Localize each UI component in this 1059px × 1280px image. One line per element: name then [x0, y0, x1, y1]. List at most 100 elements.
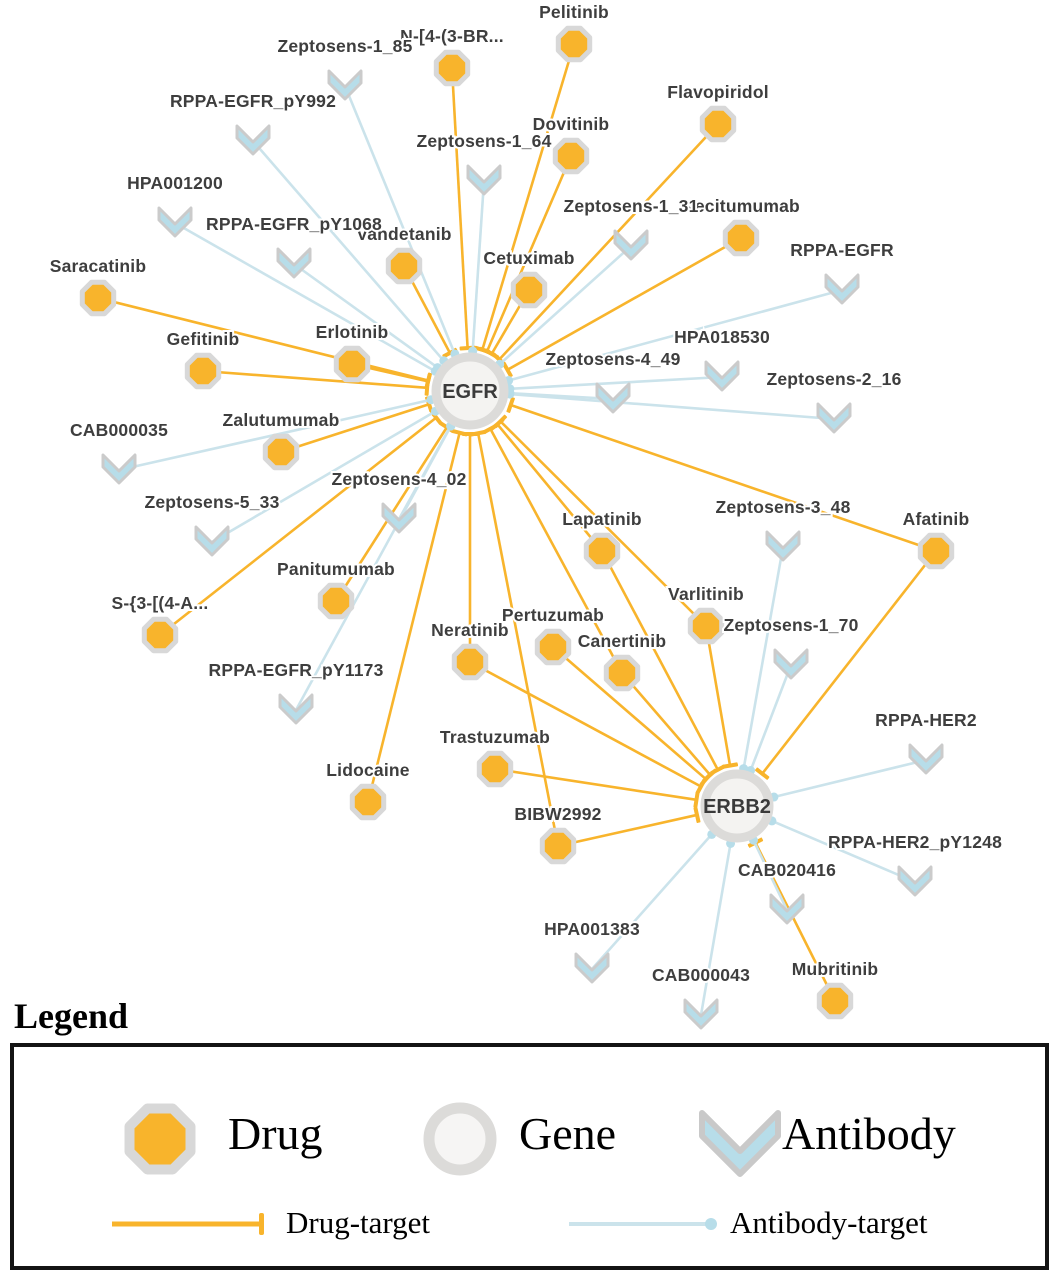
- antibody-node-rppa_egfr[interactable]: [824, 273, 860, 305]
- edge-varlitinib-EGFR: [493, 414, 707, 627]
- antibody-node-zeptosens_2_16[interactable]: [816, 402, 852, 434]
- drug-node-varlitinib[interactable]: [687, 607, 725, 645]
- antibody-label-rppa_egfr: RPPA-EGFR: [790, 240, 894, 260]
- drug-node-afatinib[interactable]: [917, 532, 955, 570]
- edge-dovitinib-EGFR: [479, 155, 573, 357]
- edge-n4_3br-EGFR: [450, 67, 476, 351]
- antibody-label-cab000035: CAB000035: [70, 420, 168, 440]
- antibody-icon: [699, 1110, 781, 1177]
- antibody-label-zeptosens_4_49: Zeptosens-4_49: [545, 349, 680, 369]
- drug-label-s3_4a: S-{3-[(4-A...: [112, 593, 209, 613]
- edge-lapatinib-EGFR: [490, 417, 604, 552]
- antibody-node-rppa_egfr_py1173[interactable]: [278, 693, 314, 725]
- edge-pertuzumab-ERBB2: [552, 646, 713, 787]
- edge-zeptosens_5_33-EGFR: [211, 406, 440, 544]
- antibody-label-rppa_her2_py1248: RPPA-HER2_pY1248: [828, 832, 1002, 852]
- edge-cab000043-ERBB2: [699, 838, 736, 1016]
- drug-node-vandetanib[interactable]: [385, 247, 423, 285]
- drug-node-necitumumab[interactable]: [722, 219, 760, 257]
- edge-lapatinib-ERBB2: [600, 550, 726, 775]
- legend-label-antibody-target: Antibody-target: [730, 1205, 928, 1240]
- legend-label-drug: Drug: [228, 1108, 323, 1159]
- gene-node-ERBB2[interactable]: [700, 769, 774, 843]
- drug-node-gefitinib[interactable]: [184, 352, 222, 390]
- edge-neratinib-ERBB2: [469, 660, 707, 795]
- drug-label-trastuzumab: Trastuzumab: [440, 727, 550, 747]
- antibody-node-rppa_her2_py1248[interactable]: [897, 865, 933, 897]
- drug-node-erlotinib[interactable]: [333, 345, 371, 383]
- antibody-label-cab000043: CAB000043: [652, 965, 750, 985]
- drug-label-n4_3br: N-[4-(3-BR...: [400, 26, 504, 46]
- edge-hpa018530-EGFR: [505, 375, 723, 394]
- antibody-label-zeptosens_2_16: Zeptosens-2_16: [766, 369, 901, 389]
- drug-node-saracatinib[interactable]: [79, 279, 117, 317]
- drug-label-pelitinib: Pelitinib: [539, 2, 609, 22]
- antibody-label-hpa018530: HPA018530: [674, 327, 770, 347]
- antibody-label-zeptosens_1_31: Zeptosens-1_31: [563, 196, 698, 216]
- antibody-node-cab000035[interactable]: [101, 453, 137, 485]
- antibody-label-hpa001200: HPA001200: [127, 173, 223, 193]
- edge-hpa001383-ERBB2: [591, 829, 717, 970]
- antibody-label-zeptosens_1_85: Zeptosens-1_85: [277, 36, 412, 56]
- antibody-node-zeptosens_4_49[interactable]: [595, 382, 631, 414]
- drug-label-afatinib: Afatinib: [903, 509, 970, 529]
- drug-node-canertinib[interactable]: [603, 654, 641, 692]
- drug-node-neratinib[interactable]: [451, 643, 489, 681]
- antibody-node-zeptosens_1_31[interactable]: [613, 229, 649, 261]
- antibody-node-hpa018530[interactable]: [704, 360, 740, 392]
- antibody-node-hpa001383[interactable]: [574, 952, 610, 984]
- edge-zeptosens_1_31-EGFR: [495, 245, 632, 369]
- antibody-label-zeptosens_1_64: Zeptosens-1_64: [416, 131, 551, 151]
- drug-node-pertuzumab[interactable]: [534, 628, 572, 666]
- network-graph: EGFRERBB2PelitinibN-[4-(3-BR...Dovitinib…: [48, 0, 1004, 1030]
- edge-necitumumab-EGFR: [502, 236, 742, 378]
- edge-afatinib-EGFR: [506, 397, 937, 553]
- gene-icon: [423, 1102, 497, 1176]
- drug-node-trastuzumab[interactable]: [476, 750, 514, 788]
- gene-node-EGFR[interactable]: [431, 352, 509, 430]
- edge-zeptosens_2_16-EGFR: [505, 389, 835, 421]
- antibody-label-cab020416: CAB020416: [738, 860, 836, 880]
- antibody-node-hpa001200[interactable]: [157, 206, 193, 238]
- antibody-node-rppa_egfr_py1068[interactable]: [276, 247, 312, 279]
- edge-lidocaine-EGFR: [366, 429, 468, 803]
- antibody-node-zeptosens_1_85[interactable]: [327, 69, 363, 101]
- antibody-node-zeptosens_4_02[interactable]: [381, 502, 417, 534]
- edge-zeptosens_1_70-ERBB2: [746, 664, 793, 776]
- antibody-node-rppa_egfr_py992[interactable]: [235, 124, 271, 156]
- drug-node-dovitinib[interactable]: [552, 137, 590, 175]
- antibody-node-zeptosens_1_64[interactable]: [466, 164, 502, 196]
- drug-node-bibw2992[interactable]: [539, 827, 577, 865]
- drug-node-mubritinib[interactable]: [816, 982, 854, 1020]
- drug-node-zalutumumab[interactable]: [262, 433, 300, 471]
- drug-node-panitumumab[interactable]: [317, 582, 355, 620]
- antibody-node-cab020416[interactable]: [769, 893, 805, 925]
- drug-node-lapatinib[interactable]: [583, 532, 621, 570]
- antibody-node-zeptosens_5_33[interactable]: [194, 525, 230, 557]
- drug-label-lapatinib: Lapatinib: [562, 509, 642, 529]
- drug-node-flavopiridol[interactable]: [699, 105, 737, 143]
- antibody-label-zeptosens_3_48: Zeptosens-3_48: [715, 497, 850, 517]
- drug-label-zalutumumab: Zalutumumab: [223, 410, 340, 430]
- drug-node-n4_3br[interactable]: [433, 49, 471, 87]
- edge-zeptosens_1_85-EGFR: [343, 85, 460, 359]
- edge-trastuzumab-ERBB2: [494, 767, 700, 808]
- edge-canertinib-ERBB2: [621, 672, 718, 782]
- antibody-label-rppa_egfr_py1173: RPPA-EGFR_pY1173: [208, 660, 383, 680]
- edge-canertinib-EGFR: [482, 423, 624, 674]
- legend-label-gene: Gene: [519, 1108, 617, 1159]
- drug-label-lidocaine: Lidocaine: [326, 760, 410, 780]
- antibody-label-hpa001383: HPA001383: [544, 919, 640, 939]
- antibody-node-rppa_her2[interactable]: [908, 743, 944, 775]
- edge-rppa_her2-ERBB2: [769, 758, 927, 802]
- antibody-node-cab000043[interactable]: [683, 998, 719, 1030]
- drug-node-lidocaine[interactable]: [349, 783, 387, 821]
- drug-node-pelitinib[interactable]: [555, 25, 593, 63]
- edge-pelitinib-EGFR: [474, 43, 576, 354]
- antibody-label-rppa_egfr_py992: RPPA-EGFR_pY992: [170, 91, 336, 111]
- drug-node-cetuximab[interactable]: [510, 271, 548, 309]
- antibody-node-zeptosens_3_48[interactable]: [765, 530, 801, 562]
- drug-node-s3_4a[interactable]: [141, 616, 179, 654]
- antibody-label-rppa_her2: RPPA-HER2: [875, 710, 977, 730]
- antibody-node-zeptosens_1_70[interactable]: [773, 648, 809, 680]
